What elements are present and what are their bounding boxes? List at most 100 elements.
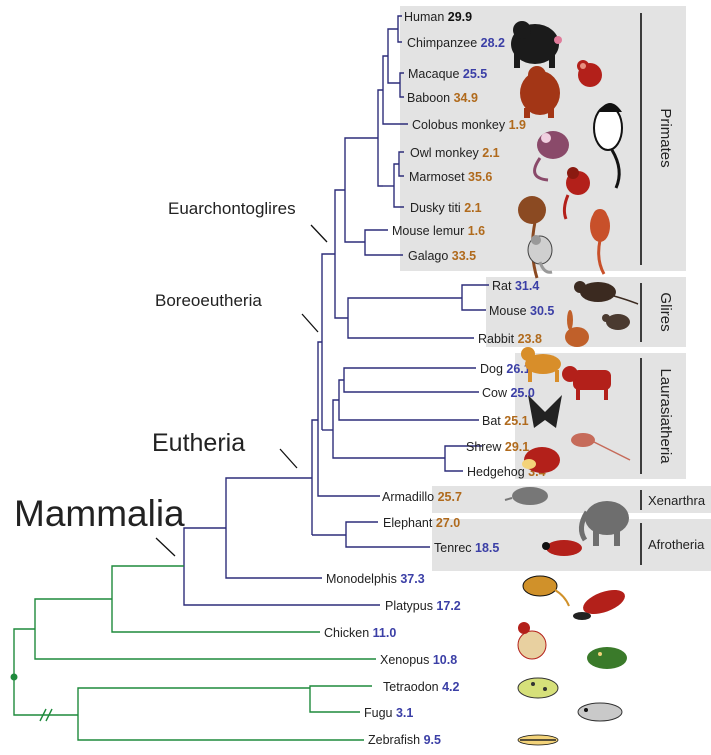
- taxon-name: Platypus: [385, 599, 436, 613]
- monodelphis-icon: [523, 576, 569, 606]
- taxon-colobus-monkey: Colobus monkey 1.9: [412, 118, 526, 132]
- taxon-armadillo: Armadillo 25.7: [382, 490, 462, 504]
- taxon-value: 25.7: [438, 490, 462, 504]
- taxon-name: Dog: [480, 362, 506, 376]
- fugu-icon: [578, 703, 622, 721]
- taxon-value: 10.8: [433, 653, 457, 667]
- taxon-value: 23.8: [518, 332, 542, 346]
- group-label-laurasiatheria: Laurasiatheria: [657, 368, 674, 464]
- taxon-bat: Bat 25.1: [482, 414, 529, 428]
- taxon-baboon: Baboon 34.9: [407, 91, 478, 105]
- taxon-mouse-lemur: Mouse lemur 1.6: [392, 224, 485, 238]
- clade-label-mammalia: Mammalia: [14, 493, 185, 534]
- taxon-value: 18.5: [475, 541, 499, 555]
- taxon-galago: Galago 33.5: [408, 249, 476, 263]
- boreoeutheria-pointer: [302, 314, 318, 332]
- clade-label-boreoeutheria: Boreoeutheria: [155, 291, 262, 310]
- taxon-value: 29.1: [505, 440, 529, 454]
- taxon-name: Fugu: [364, 706, 396, 720]
- taxon-tenrec: Tenrec 18.5: [434, 541, 499, 555]
- taxon-value: 25.1: [504, 414, 528, 428]
- tetraodon-icon: [518, 678, 558, 698]
- taxon-value: 9.5: [424, 733, 441, 747]
- taxon-value: 34.9: [454, 91, 478, 105]
- taxon-fugu: Fugu 3.1: [364, 706, 413, 720]
- taxon-name: Rabbit: [478, 332, 518, 346]
- mammalia-pointer: [156, 538, 175, 556]
- taxon-value: 29.9: [448, 10, 472, 24]
- taxon-value: 3.1: [396, 706, 413, 720]
- taxon-name: Elephant: [383, 516, 436, 530]
- taxon-platypus: Platypus 17.2: [385, 599, 461, 613]
- taxon-elephant: Elephant 27.0: [383, 516, 460, 530]
- outgroup-branches: [14, 566, 376, 740]
- taxon-owl-monkey: Owl monkey 2.1: [410, 146, 500, 160]
- taxon-value: 2.1: [482, 146, 499, 160]
- taxon-value: 17.2: [436, 599, 460, 613]
- eutheria-pointer: [280, 449, 297, 468]
- taxon-name: Cow: [482, 386, 510, 400]
- taxon-cow: Cow 25.0: [482, 386, 535, 400]
- taxon-name: Hedgehog: [467, 465, 528, 479]
- taxon-name: Mouse: [489, 304, 530, 318]
- taxon-rat: Rat 31.4: [492, 279, 539, 293]
- taxon-name: Tetraodon: [383, 680, 442, 694]
- taxon-name: Tenrec: [434, 541, 475, 555]
- clade-label-euarchontoglires: Euarchontoglires: [168, 199, 296, 218]
- taxon-marmoset: Marmoset 35.6: [409, 170, 492, 184]
- taxon-value: 2.1: [464, 201, 481, 215]
- taxon-name: Shrew: [466, 440, 505, 454]
- taxon-name: Human: [404, 10, 448, 24]
- chicken-icon: [518, 622, 546, 659]
- taxon-tetraodon: Tetraodon 4.2: [383, 680, 460, 694]
- taxon-value: 1.6: [468, 224, 485, 238]
- taxon-name: Galago: [408, 249, 452, 263]
- taxon-macaque: Macaque 25.5: [408, 67, 487, 81]
- group-label-primates: Primates: [657, 108, 674, 167]
- zebrafish-icon: [518, 735, 558, 745]
- taxon-human: Human 29.9: [404, 10, 472, 24]
- group-label-afrotheria: Afrotheria: [648, 537, 705, 552]
- taxon-name: Armadillo: [382, 490, 438, 504]
- euarchontoglires-pointer: [311, 225, 327, 242]
- taxon-value: 37.3: [400, 572, 424, 586]
- root-node: [11, 674, 18, 681]
- taxon-value: 30.5: [530, 304, 554, 318]
- taxon-rabbit: Rabbit 23.8: [478, 332, 542, 346]
- group-label-glires: Glires: [657, 292, 674, 331]
- taxon-value: 25.0: [510, 386, 534, 400]
- xenopus-icon: [587, 647, 627, 669]
- taxon-value: 35.6: [468, 170, 492, 184]
- taxon-name: Monodelphis: [326, 572, 400, 586]
- taxon-value: 31.4: [515, 279, 539, 293]
- taxon-name: Mouse lemur: [392, 224, 468, 238]
- taxon-name: Rat: [492, 279, 515, 293]
- taxon-mouse: Mouse 30.5: [489, 304, 554, 318]
- taxon-name: Chimpanzee: [407, 36, 481, 50]
- taxon-value: 1.9: [509, 118, 526, 132]
- taxon-name: Chicken: [324, 626, 373, 640]
- taxon-xenopus: Xenopus 10.8: [380, 653, 457, 667]
- taxon-dog: Dog 26.1: [480, 362, 531, 376]
- group-label-xenarthra: Xenarthra: [648, 493, 706, 508]
- taxon-shrew: Shrew 29.1: [466, 440, 529, 454]
- taxon-value: 4.2: [442, 680, 459, 694]
- taxon-name: Owl monkey: [410, 146, 482, 160]
- clade-labels: Euarchontoglires Boreoeutheria Eutheria …: [14, 199, 327, 556]
- taxon-chicken: Chicken 11.0: [324, 626, 396, 640]
- taxon-value: 11.0: [373, 626, 397, 640]
- taxon-name: Dusky titi: [410, 201, 464, 215]
- taxon-name: Bat: [482, 414, 504, 428]
- taxon-zebrafish: Zebrafish 9.5: [368, 733, 441, 747]
- taxon-name: Macaque: [408, 67, 463, 81]
- platypus-icon: [573, 585, 628, 620]
- taxon-name: Xenopus: [380, 653, 433, 667]
- taxon-value: 28.2: [481, 36, 505, 50]
- taxon-value: 25.5: [463, 67, 487, 81]
- taxon-chimpanzee: Chimpanzee 28.2: [407, 36, 505, 50]
- taxon-name: Colobus monkey: [412, 118, 509, 132]
- taxon-name: Baboon: [407, 91, 454, 105]
- taxon-dusky-titi: Dusky titi 2.1: [410, 201, 482, 215]
